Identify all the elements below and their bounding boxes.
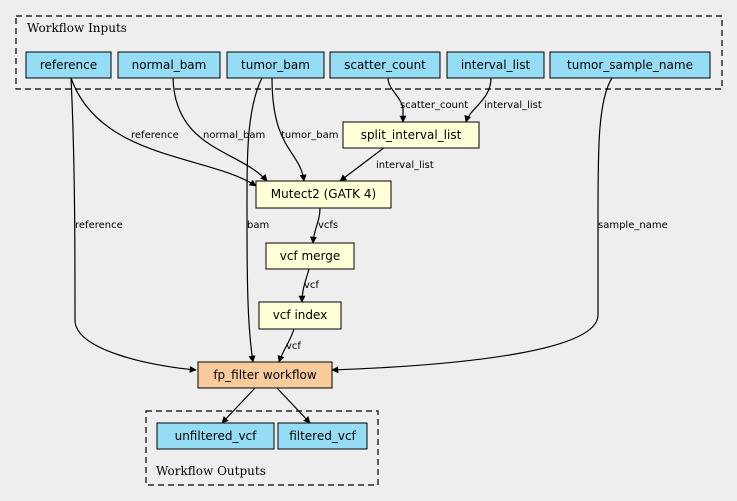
node-tumor-sample-name: tumor_sample_name xyxy=(549,51,711,79)
edge-reference-fpfilter: reference xyxy=(70,77,197,373)
node-split-interval-list-box xyxy=(342,121,480,149)
node-vcf-index-label: vcf index xyxy=(273,308,328,322)
edge-label-vcf-index: vcf xyxy=(286,341,301,352)
node-scatter-count-box xyxy=(329,51,441,79)
node-mutect2-label: Mutect2 (GATK 4) xyxy=(271,187,376,201)
node-reference-label: reference xyxy=(40,58,97,72)
edge-label-split-mutect: interval_list xyxy=(376,160,434,171)
node-reference-box xyxy=(25,51,112,79)
node-vcf-index: vcf index xyxy=(258,301,342,330)
edge-label-reference-fpfilter: reference xyxy=(75,220,123,231)
edge-label-vcfs: vcfs xyxy=(318,220,338,231)
edge-reference-mutect: reference xyxy=(70,77,257,187)
edge-vcfmerge-vcfindex: vcf xyxy=(298,268,319,303)
node-interval-list: interval_list xyxy=(446,51,545,79)
node-reference: reference xyxy=(25,51,112,79)
edge-scatter-count: scatter_count xyxy=(387,77,468,123)
node-normal-bam-label: normal_bam xyxy=(132,58,207,72)
node-fp-filter-label: fp_filter workflow xyxy=(213,368,317,382)
node-vcf-merge-box xyxy=(265,242,355,270)
cluster-workflow-inputs: Workflow Inputs xyxy=(15,15,723,90)
node-split-interval-list: split_interval_list xyxy=(342,121,480,149)
edge-label-tumor-bam-mutect: tumor_bam xyxy=(281,130,338,141)
edge-split-mutect: interval_list xyxy=(339,146,434,182)
edge-fpfilter-filtered xyxy=(276,387,311,424)
node-filtered-vcf-label: filtered_vcf xyxy=(289,429,356,443)
node-unfiltered-vcf: unfiltered_vcf xyxy=(156,422,275,450)
edge-normal-bam-mutect: normal_bam xyxy=(172,77,268,182)
node-tumor-sample-name-box xyxy=(549,51,711,79)
edge-label-normal-bam-mutect: normal_bam xyxy=(203,130,265,141)
edge-tumor-bam-mutect: tumor_bam xyxy=(271,77,338,182)
output-nodes: unfiltered_vcf filtered_vcf xyxy=(156,422,368,450)
node-mutect2: Mutect2 (GATK 4) xyxy=(255,180,392,209)
node-filtered-vcf: filtered_vcf xyxy=(277,422,368,450)
node-mutect2-box xyxy=(255,180,392,209)
step-nodes: split_interval_list Mutect2 (GATK 4) vcf… xyxy=(197,121,480,389)
cluster-label-outputs: Workflow Outputs xyxy=(156,464,266,478)
node-vcf-merge: vcf merge xyxy=(265,242,355,270)
node-normal-bam: normal_bam xyxy=(117,51,221,79)
cluster-label-inputs: Workflow Inputs xyxy=(27,21,127,35)
edge-mutect-vcfmerge: vcfs xyxy=(309,207,338,244)
node-filtered-vcf-box xyxy=(277,422,368,450)
node-tumor-bam-box xyxy=(226,51,325,79)
node-interval-list-label: interval_list xyxy=(461,58,531,72)
edge-interval-list-in: interval_list xyxy=(464,77,542,123)
edge-sample-name-fpfilter: sample_name xyxy=(331,77,668,374)
node-vcf-index-box xyxy=(258,301,342,330)
node-unfiltered-vcf-label: unfiltered_vcf xyxy=(175,429,258,443)
edge-bam-fpfilter: bam xyxy=(246,77,269,363)
input-nodes: reference normal_bam tumor_bam scatter_c… xyxy=(25,51,711,79)
edges: scatter_count interval_list reference no… xyxy=(70,77,668,424)
node-normal-bam-box xyxy=(117,51,221,79)
edge-label-reference-mutect: reference xyxy=(131,130,179,141)
node-vcf-merge-label: vcf merge xyxy=(280,249,341,263)
edge-label-scatter-count: scatter_count xyxy=(400,100,468,111)
node-tumor-bam: tumor_bam xyxy=(226,51,325,79)
node-split-interval-list-label: split_interval_list xyxy=(361,128,462,142)
node-tumor-bam-label: tumor_bam xyxy=(241,58,310,72)
node-interval-list-box xyxy=(446,51,545,79)
node-tumor-sample-name-label: tumor_sample_name xyxy=(567,58,693,72)
node-fp-filter: fp_filter workflow xyxy=(197,361,333,389)
edge-vcfindex-fpfilter: vcf xyxy=(277,328,301,363)
edge-label-interval-list-in: interval_list xyxy=(484,100,542,111)
edge-label-vcf-merge: vcf xyxy=(304,280,319,291)
node-fp-filter-box xyxy=(197,361,333,389)
edge-fpfilter-unfiltered xyxy=(221,387,256,424)
edge-label-sample-name: sample_name xyxy=(598,220,668,231)
cluster-workflow-outputs: Workflow Outputs xyxy=(145,410,379,486)
node-scatter-count-label: scatter_count xyxy=(344,58,426,72)
node-unfiltered-vcf-box xyxy=(156,422,275,450)
edge-label-bam: bam xyxy=(247,220,269,231)
node-scatter-count: scatter_count xyxy=(329,51,441,79)
